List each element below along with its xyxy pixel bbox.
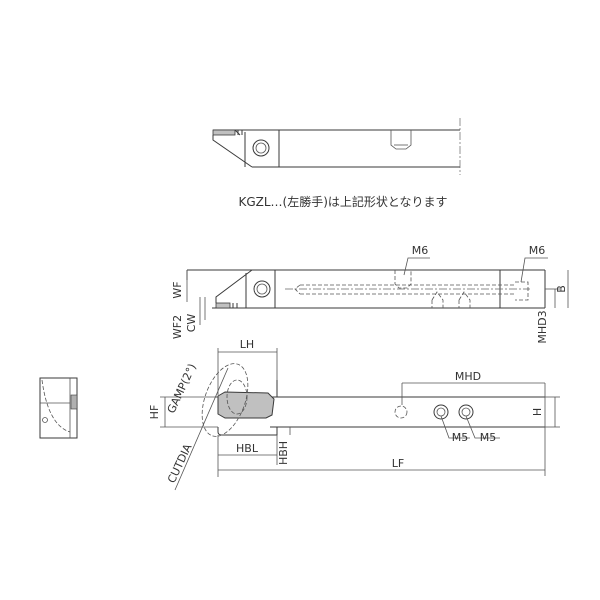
front-view xyxy=(160,348,560,491)
left-hand-note: KGZL…(左勝手)は上記形状となります xyxy=(238,194,447,209)
label-cutdia: CUTDIA xyxy=(165,441,195,485)
label-m6-top: M6 xyxy=(412,244,429,257)
side-view xyxy=(186,257,569,325)
label-gamp: GAMP(2°) xyxy=(165,362,199,416)
label-mhd: MHD xyxy=(455,370,481,383)
label-wf2: WF2 xyxy=(171,315,184,339)
label-b: B xyxy=(555,285,568,293)
label-cw: CW xyxy=(185,314,198,333)
clamp-screw-icon xyxy=(252,139,270,157)
label-hbh: HBH xyxy=(277,441,290,465)
clamp-screw-icon xyxy=(253,280,271,298)
left-hand-top-view xyxy=(212,118,461,175)
label-m5-a: M5 xyxy=(452,431,469,444)
label-h: H xyxy=(531,408,544,416)
label-mhd3: MHD3 xyxy=(536,310,549,343)
end-view xyxy=(39,377,78,439)
label-hbl: HBL xyxy=(236,442,259,455)
label-lh: LH xyxy=(240,338,254,351)
label-m5-b: M5 xyxy=(480,431,497,444)
label-m6-end: M6 xyxy=(529,244,546,257)
label-wf: WF xyxy=(171,281,184,298)
label-hf: HF xyxy=(148,405,161,420)
label-lf: LF xyxy=(392,457,404,470)
